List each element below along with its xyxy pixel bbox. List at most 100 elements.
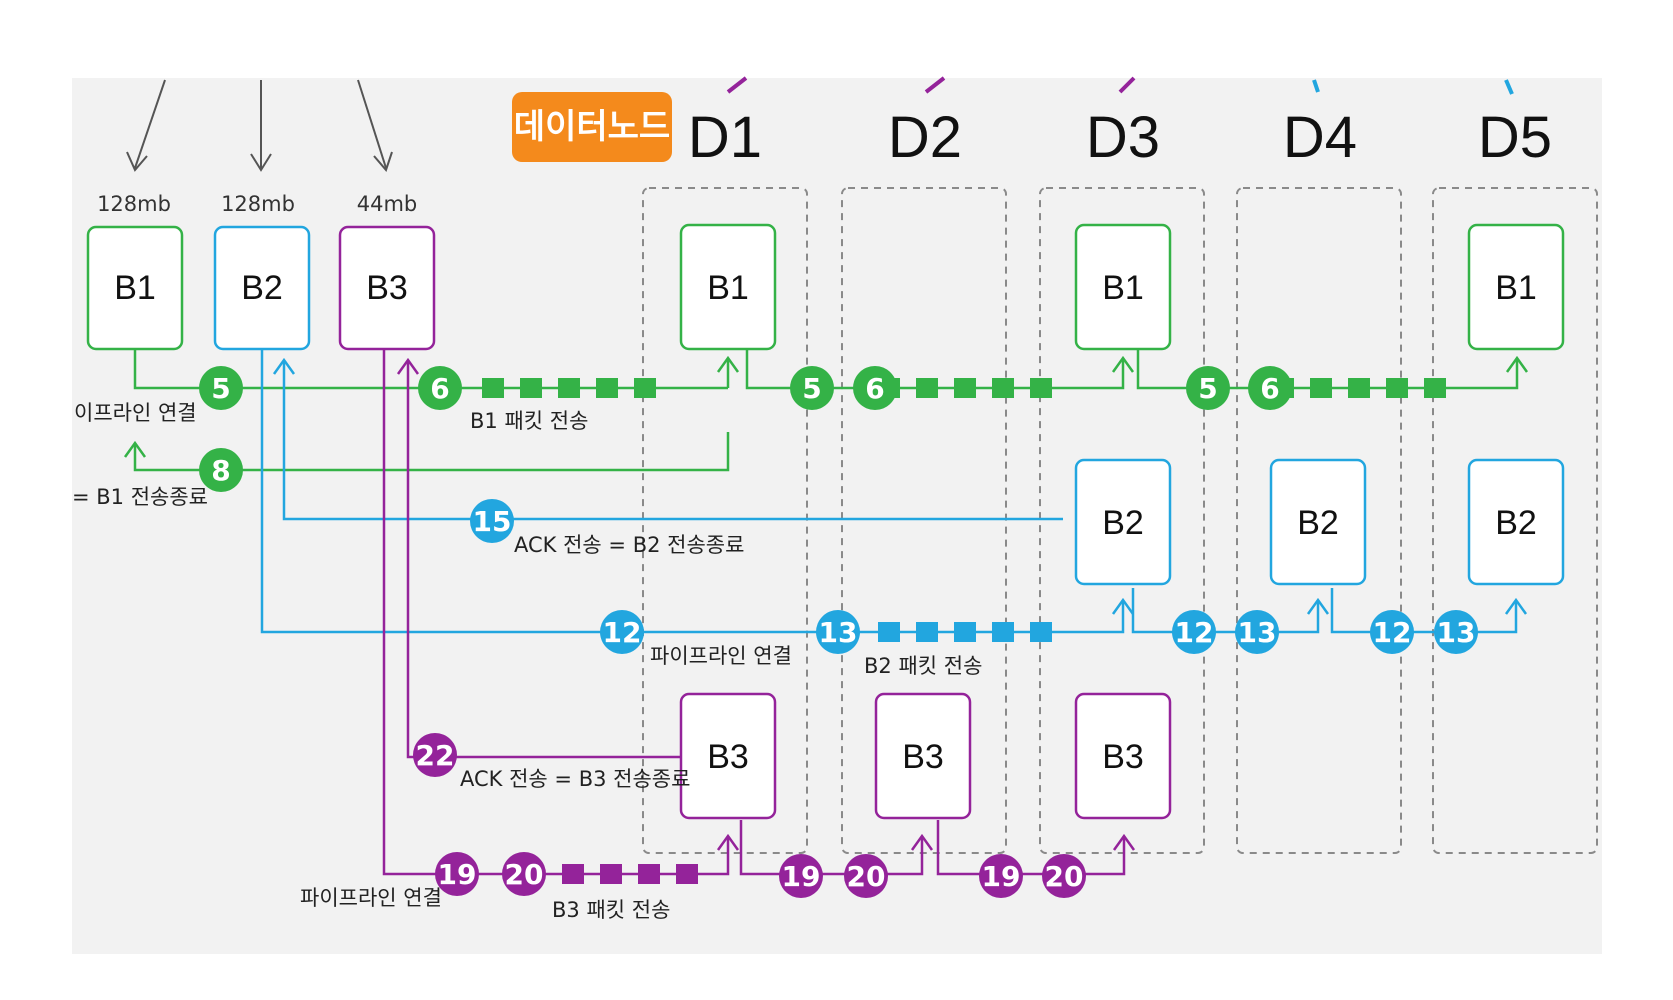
step-13-a: 13 <box>816 610 860 654</box>
b1-done-label: = B1 전송종료 <box>72 485 208 509</box>
replica-b2-d4-label: B2 <box>1297 504 1339 542</box>
datanode-header-d1: D1 <box>688 105 762 170</box>
replica-b1-d1: B1 <box>679 223 777 351</box>
datanode-columns <box>642 187 1598 854</box>
step-22: 22 <box>413 733 457 777</box>
source-block-b2: B2 <box>213 225 311 351</box>
replica-b3-d1-label: B3 <box>707 738 749 776</box>
svg-text:20: 20 <box>505 858 544 891</box>
svg-text:19: 19 <box>982 860 1021 893</box>
b2-packet-label: B2 패킷 전송 <box>864 654 982 678</box>
step-12-a: 12 <box>600 610 644 654</box>
source-block-b3-label: B3 <box>366 269 408 307</box>
step-13-c: 13 <box>1434 610 1478 654</box>
source-size-b2: 128mb <box>221 192 295 216</box>
step-20-b: 20 <box>844 854 888 898</box>
replica-b1-d5: B1 <box>1467 223 1565 351</box>
datanode-column-d3 <box>1039 187 1205 854</box>
datanode-column-d4 <box>1236 187 1402 854</box>
source-block-b1-label: B1 <box>114 269 156 307</box>
b1-packet-label: B1 패킷 전송 <box>470 409 588 433</box>
svg-text:12: 12 <box>603 616 642 649</box>
step-12-b: 12 <box>1172 610 1216 654</box>
b3-pipeline-label: 파이프라인 연결 <box>300 886 442 910</box>
svg-text:15: 15 <box>473 505 512 538</box>
replica-b2-d3-label: B2 <box>1102 504 1144 542</box>
source-block-b1: B1 <box>86 225 184 351</box>
svg-text:12: 12 <box>1175 616 1214 649</box>
svg-text:19: 19 <box>782 860 821 893</box>
svg-text:13: 13 <box>1437 616 1476 649</box>
b3-flow <box>382 350 1136 876</box>
b1-pipeline-label: 이프라인 연결 <box>74 401 197 425</box>
step-8: 8 <box>199 448 243 492</box>
incoming-arrows <box>126 79 393 172</box>
svg-text:12: 12 <box>1373 616 1412 649</box>
datanode-column-d2 <box>841 187 1007 854</box>
svg-text:6: 6 <box>865 372 884 405</box>
replica-b3-d3: B3 <box>1074 692 1172 820</box>
svg-text:5: 5 <box>211 372 230 405</box>
replica-b1-d3-label: B1 <box>1102 269 1144 307</box>
b3-packets <box>562 864 698 884</box>
datanode-column-d5 <box>1432 187 1598 854</box>
header-stubs <box>726 76 1514 95</box>
datanode-header-d3: D3 <box>1086 105 1160 170</box>
replica-b1-d5-label: B1 <box>1495 269 1537 307</box>
svg-text:13: 13 <box>1238 616 1277 649</box>
step-20-c: 20 <box>1042 854 1086 898</box>
datanode-headers: D1 D2 D3 D4 D5 <box>688 105 1552 170</box>
datanode-header-d5: D5 <box>1478 105 1552 170</box>
source-block-b3: B3 <box>338 225 436 351</box>
replica-b2-d3: B2 <box>1074 458 1172 586</box>
step-13-b: 13 <box>1235 610 1279 654</box>
source-size-b1: 128mb <box>97 192 171 216</box>
replica-b1-d3: B1 <box>1074 223 1172 351</box>
datanode-badge: 데이터노드 <box>512 92 672 162</box>
step-6-b: 6 <box>853 366 897 410</box>
replica-b3-d2: B3 <box>874 692 972 820</box>
replica-b3-d3-label: B3 <box>1102 738 1144 776</box>
step-5-b: 5 <box>790 366 834 410</box>
svg-text:22: 22 <box>416 739 455 772</box>
b3-ack-label: ACK 전송 = B3 전송종료 <box>460 767 690 791</box>
datanode-header-d2: D2 <box>888 105 962 170</box>
step-19-b: 19 <box>779 854 823 898</box>
source-block-b2-label: B2 <box>241 269 283 307</box>
step-20-a: 20 <box>502 852 546 896</box>
b2-pipeline-label: 파이프라인 연결 <box>650 644 792 668</box>
datanode-header-d4: D4 <box>1283 105 1357 170</box>
replica-b2-d5: B2 <box>1467 458 1565 586</box>
svg-text:5: 5 <box>1198 372 1217 405</box>
svg-text:19: 19 <box>438 858 477 891</box>
svg-text:5: 5 <box>802 372 821 405</box>
replica-b3-d1: B3 <box>679 692 777 820</box>
replica-b3-d2-label: B3 <box>902 738 944 776</box>
datanode-badge-label: 데이터노드 <box>514 107 670 147</box>
replica-b2-d4: B2 <box>1269 458 1367 586</box>
step-19-a: 19 <box>435 852 479 896</box>
step-5-c: 5 <box>1186 366 1230 410</box>
svg-text:13: 13 <box>819 616 858 649</box>
source-size-b3: 44mb <box>357 192 418 216</box>
replica-b2-d5-label: B2 <box>1495 504 1537 542</box>
svg-text:6: 6 <box>1260 372 1279 405</box>
svg-text:20: 20 <box>847 860 886 893</box>
datanode-column-d1 <box>642 187 808 854</box>
b2-flow <box>260 350 1528 634</box>
b3-packet-label: B3 패킷 전송 <box>552 898 670 922</box>
svg-text:6: 6 <box>430 372 449 405</box>
step-19-c: 19 <box>979 854 1023 898</box>
b2-packets <box>878 622 1052 642</box>
step-5-a: 5 <box>199 366 243 410</box>
step-12-c: 12 <box>1370 610 1414 654</box>
replica-b1-d1-label: B1 <box>707 269 749 307</box>
diagram-panel <box>72 78 1602 954</box>
b2-ack-label: ACK 전송 = B2 전송종료 <box>514 533 744 557</box>
step-6-c: 6 <box>1248 366 1292 410</box>
step-15: 15 <box>470 499 514 543</box>
svg-text:20: 20 <box>1045 860 1084 893</box>
svg-text:8: 8 <box>211 454 230 487</box>
step-6-a: 6 <box>418 366 462 410</box>
